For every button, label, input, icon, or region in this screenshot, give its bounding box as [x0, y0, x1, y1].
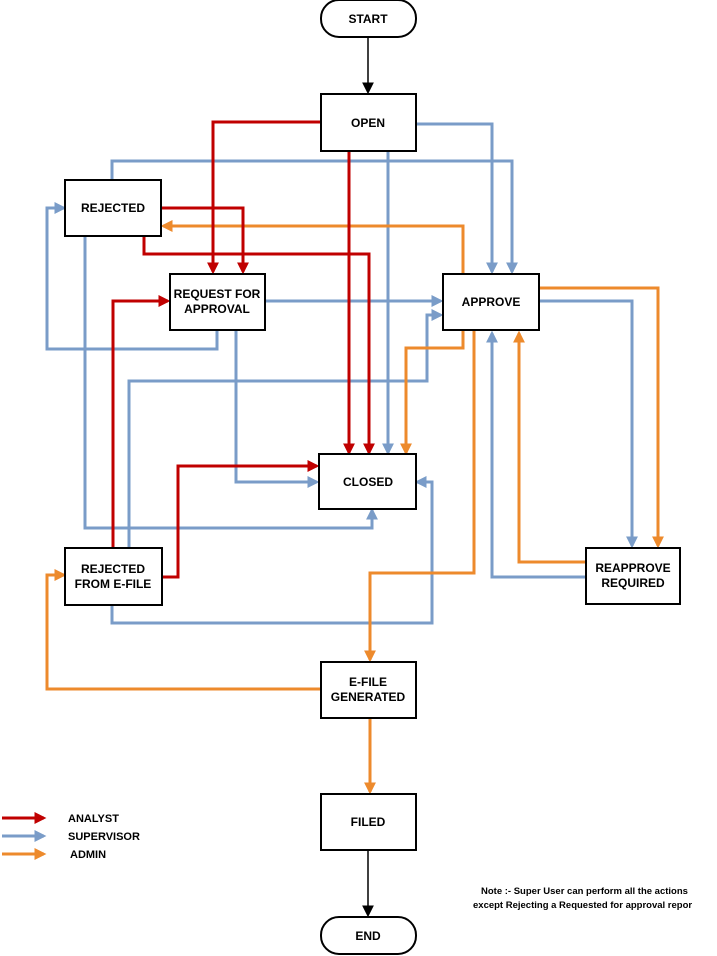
- edge-reapprove-to-approve-admin: [513, 330, 586, 564]
- edge-approve-to-efile: [364, 331, 476, 663]
- edge-rejected-to-closed-analyst: [142, 237, 375, 456]
- edge-approve-to-reapprove: [540, 299, 638, 549]
- filed-label: FILED: [351, 815, 386, 829]
- rejected-from-efile-node: REJECTED FROM E-FILE: [64, 547, 163, 606]
- edge-approve-to-reapprove-admin: [540, 286, 664, 549]
- edge-open-to-approve: [416, 122, 498, 275]
- efile-generated-label-line2: GENERATED: [331, 690, 406, 704]
- edge-rejected-to-approve: [110, 159, 518, 275]
- edge-rejected-efile-to-approve: [127, 309, 444, 548]
- open-node: OPEN: [320, 93, 417, 152]
- efile-generated-node: E-FILE GENERATED: [320, 661, 417, 719]
- filed-node: FILED: [320, 793, 417, 851]
- legend-analyst-label: ANALYST: [68, 813, 119, 825]
- edge-rejected-efile-to-closed: [110, 476, 434, 625]
- end-node: END: [320, 916, 417, 955]
- edge-rejected-to-request: [162, 206, 249, 275]
- approve-label: APPROVE: [462, 295, 521, 309]
- edge-reapprove-to-approve: [486, 330, 586, 579]
- rejected-from-efile-label-line1: REJECTED: [81, 562, 145, 576]
- edge-request-to-closed: [234, 330, 320, 488]
- note-line2: except Rejecting a Requested for approva…: [473, 900, 692, 911]
- start-node: START: [320, 0, 417, 38]
- closed-label: CLOSED: [343, 475, 393, 489]
- reapprove-required-node: REAPPROVE REQUIRED: [585, 547, 681, 605]
- request-for-approval-node: REQUEST FOR APPROVAL: [169, 273, 266, 331]
- rejected-label: REJECTED: [81, 201, 145, 215]
- note-line1: Note :- Super User can perform all the a…: [481, 886, 688, 897]
- note: Note :- Super User can perform all the a…: [473, 886, 692, 911]
- edge-approve-to-rejected: [160, 220, 465, 273]
- rejected-node: REJECTED: [64, 179, 162, 237]
- edge-approve-to-closed: [400, 331, 465, 456]
- legend-supervisor-label: SUPERVISOR: [68, 831, 140, 843]
- efile-generated-label-line1: E-FILE: [349, 675, 387, 689]
- legend-admin-label: ADMIN: [70, 849, 106, 861]
- edge-rejected-efile-to-request: [111, 295, 171, 548]
- edge-rejected-to-closed: [83, 237, 378, 530]
- request-for-approval-label-line2: APPROVAL: [184, 302, 250, 316]
- legend: ANALYST SUPERVISOR ADMIN: [2, 812, 140, 861]
- end-label: END: [355, 929, 381, 943]
- supervisor-edges: [45, 122, 638, 625]
- closed-node: CLOSED: [318, 453, 417, 510]
- edge-open-to-request: [207, 120, 321, 275]
- rejected-from-efile-label-line2: FROM E-FILE: [75, 577, 152, 591]
- analyst-edges: [111, 120, 375, 579]
- approve-node: APPROVE: [442, 273, 540, 331]
- edge-rejected-efile-to-closed-analyst: [162, 460, 320, 579]
- open-label: OPEN: [351, 116, 385, 130]
- reapprove-required-label-line2: REQUIRED: [601, 576, 665, 590]
- request-for-approval-label-line1: REQUEST FOR: [174, 287, 261, 301]
- start-label: START: [348, 12, 388, 26]
- admin-edges: [45, 220, 664, 795]
- edge-request-to-rejected: [45, 202, 219, 351]
- edge-efile-to-rejected-efile: [45, 569, 321, 691]
- reapprove-required-label-line1: REAPPROVE: [595, 561, 670, 575]
